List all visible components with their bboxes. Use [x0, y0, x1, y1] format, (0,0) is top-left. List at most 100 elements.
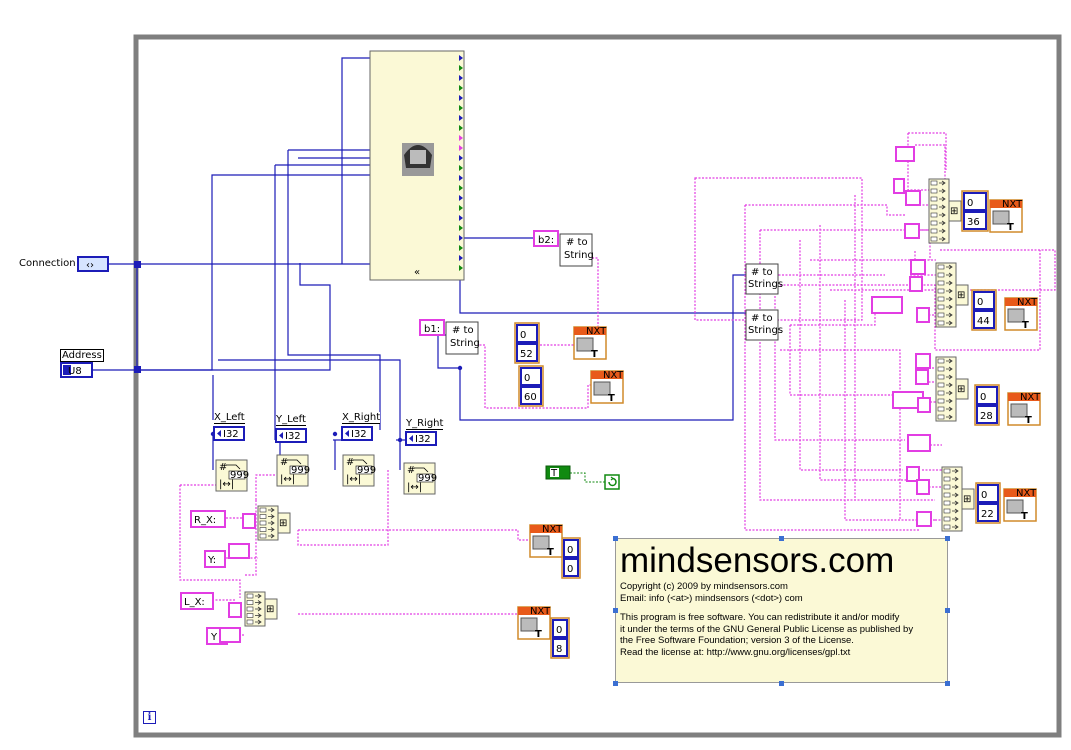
- resize-handle[interactable]: [613, 681, 618, 686]
- nxt-display-text-node[interactable]: NXTT: [990, 199, 1023, 233]
- numeric-array-indicator[interactable]: 0 36: [962, 191, 988, 231]
- numeric-array-indicator[interactable]: 022: [976, 483, 1000, 523]
- numeric-value: 60: [524, 392, 537, 403]
- concatenate-strings-node[interactable]: ⊞: [929, 179, 961, 243]
- nxt-display-text-node[interactable]: NXTT: [518, 606, 551, 640]
- nxt-display-text-node[interactable]: NXTT: [530, 524, 563, 558]
- to-string-node-b1[interactable]: # to String: [446, 322, 480, 354]
- input-port: [944, 485, 950, 489]
- comment-line: Copyright (c) 2009 by mindsensors.com: [620, 581, 943, 593]
- constant-lx[interactable]: L_X:: [181, 593, 213, 609]
- svg-text:⊞: ⊞: [963, 494, 971, 505]
- nxt-display-text-node[interactable]: NXTT: [1005, 297, 1038, 331]
- input-port: [247, 614, 253, 618]
- i32-indicator[interactable]: I32: [214, 427, 244, 440]
- x-right-label: X_Right: [342, 412, 380, 424]
- concatenate-strings-node[interactable]: ⊞: [936, 357, 968, 421]
- comment-line: the Free Software Foundation; version 3 …: [620, 635, 943, 647]
- numeric-array-indicator[interactable]: 0 60: [519, 366, 543, 406]
- input-port: [938, 391, 944, 395]
- svg-text:⊞: ⊞: [279, 518, 287, 529]
- input-port: [247, 607, 253, 611]
- info-icon[interactable]: i: [143, 711, 156, 724]
- numeric-value: 0: [567, 564, 573, 575]
- constant-rx[interactable]: R_X:: [191, 511, 225, 527]
- svg-text:⊞: ⊞: [957, 290, 965, 301]
- concatenate-strings-node[interactable]: ⊞: [936, 263, 968, 327]
- numeric-value: 28: [980, 411, 993, 422]
- numeric-array-indicator[interactable]: 052: [515, 323, 539, 363]
- input-port: [931, 181, 937, 185]
- nxt-display-text-node[interactable]: NXTT: [591, 370, 624, 404]
- svg-text:T: T: [550, 468, 558, 479]
- resize-handle[interactable]: [779, 681, 784, 686]
- format-number-node[interactable]: #999|↔|: [404, 463, 437, 494]
- input-port: [938, 281, 944, 285]
- input-port: [944, 525, 950, 529]
- format-number-node[interactable]: #999|↔|: [216, 460, 249, 491]
- numeric-value: 0: [967, 198, 973, 209]
- constant-b2[interactable]: b2:: [534, 231, 558, 246]
- input-port: [260, 528, 266, 532]
- numeric-value: 0: [520, 330, 526, 341]
- true-constant[interactable]: T: [546, 466, 570, 479]
- numeric-array-indicator[interactable]: 028: [975, 385, 999, 425]
- concatenate-strings-node[interactable]: ⊞: [258, 506, 290, 540]
- numeric-value: 36: [967, 217, 980, 228]
- svg-text:|↔|: |↔|: [219, 479, 234, 490]
- connection-label: Connection: [19, 258, 76, 269]
- connection-terminal[interactable]: ‹›: [78, 257, 108, 271]
- input-port: [931, 189, 937, 193]
- svg-text:U8: U8: [68, 366, 82, 377]
- svg-text:#: #: [280, 457, 288, 468]
- resize-handle[interactable]: [945, 536, 950, 541]
- input-port: [938, 375, 944, 379]
- y-right-label: Y_Right: [406, 418, 443, 430]
- main-subvi-node[interactable]: «: [370, 51, 464, 280]
- svg-text:‹›: ‹›: [86, 260, 94, 271]
- input-port: [938, 305, 944, 309]
- resize-handle[interactable]: [945, 608, 950, 613]
- constant-b1[interactable]: b1:: [420, 320, 444, 335]
- numeric-array-indicator[interactable]: 00: [562, 538, 580, 578]
- input-port: [944, 509, 950, 513]
- input-port: [260, 521, 266, 525]
- to-strings-node-2[interactable]: # to Strings: [746, 310, 783, 340]
- svg-text:# to: # to: [751, 267, 773, 278]
- numeric-value: 0: [524, 373, 530, 384]
- input-port: [931, 197, 937, 201]
- i32-indicator[interactable]: I32: [406, 432, 436, 445]
- resize-handle[interactable]: [945, 681, 950, 686]
- svg-text:⊞: ⊞: [950, 206, 958, 217]
- resize-handle[interactable]: [613, 608, 618, 613]
- numeric-array-indicator[interactable]: 044: [972, 290, 996, 330]
- nxt-display-text-node[interactable]: NXTT: [1008, 392, 1041, 426]
- input-port: [938, 359, 944, 363]
- numeric-value: 22: [981, 509, 994, 520]
- svg-text:I32: I32: [415, 434, 431, 445]
- address-terminal[interactable]: U8: [61, 363, 92, 377]
- concatenate-strings-node[interactable]: ⊞: [245, 592, 277, 626]
- resize-handle[interactable]: [779, 536, 784, 541]
- input-port: [247, 620, 253, 624]
- i32-indicator[interactable]: I32: [342, 427, 372, 440]
- i32-indicator[interactable]: I32: [276, 429, 306, 442]
- nxt-display-text-node[interactable]: NXTT: [574, 326, 607, 360]
- format-number-node[interactable]: #999|↔|: [343, 455, 376, 486]
- input-port: [931, 221, 937, 225]
- concatenate-strings-node[interactable]: ⊞: [942, 467, 974, 531]
- svg-text:Y:: Y:: [207, 555, 216, 566]
- license-comment[interactable]: mindsensors.com Copyright (c) 2009 by mi…: [615, 538, 948, 683]
- nxt-display-text-node[interactable]: NXTT: [1004, 488, 1037, 522]
- numeric-array-indicator[interactable]: 08: [551, 618, 569, 658]
- format-number-node[interactable]: #999|↔|: [277, 455, 310, 486]
- to-string-node-b2[interactable]: # to String: [560, 234, 594, 266]
- resize-handle[interactable]: [613, 536, 618, 541]
- svg-text:I32: I32: [285, 431, 301, 442]
- constant-y1[interactable]: Y:: [205, 551, 225, 567]
- svg-text:String: String: [450, 338, 480, 349]
- loop-condition-icon[interactable]: [605, 475, 619, 489]
- to-strings-node-1[interactable]: # to Strings: [746, 264, 783, 294]
- x-left-label: X_Left: [214, 412, 245, 424]
- input-port: [931, 237, 937, 241]
